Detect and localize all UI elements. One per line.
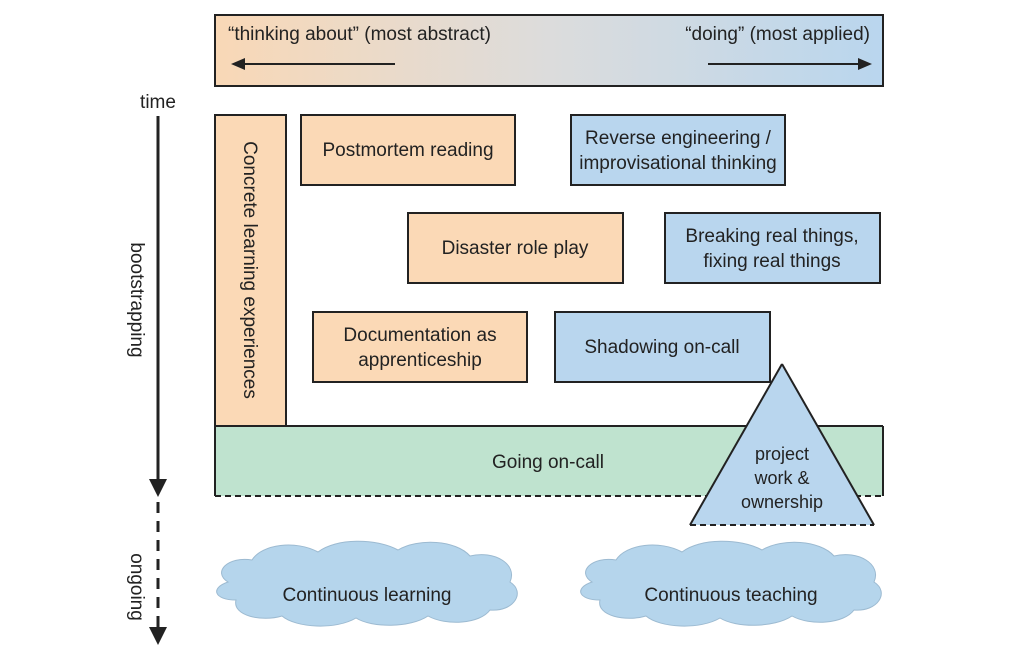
- continuous-learning-label: Continuous learning: [282, 585, 451, 606]
- time-axis: time bootstrapping ongoing: [126, 92, 176, 645]
- postmortem-reading-label: Postmortem reading: [322, 140, 493, 161]
- documentation-label-line2: apprenticeship: [358, 350, 482, 371]
- triangle-label-line2: work &: [753, 468, 809, 488]
- continuous-teaching-label: Continuous teaching: [644, 585, 817, 606]
- continuous-learning-cloud: Continuous learning: [216, 540, 518, 627]
- shadowing-on-call-box: Shadowing on-call: [554, 311, 771, 383]
- concrete-learning-box: Concrete learning experiences: [214, 114, 287, 427]
- thinking-about-label: “thinking about” (most abstract): [228, 24, 491, 45]
- breaking-real-things-label-line1: Breaking real things,: [685, 226, 858, 247]
- going-on-call-label: Going on-call: [492, 452, 604, 473]
- shadowing-on-call-label: Shadowing on-call: [584, 337, 739, 358]
- scale-bar: [214, 14, 884, 87]
- bootstrapping-label: bootstrapping: [126, 242, 147, 357]
- breaking-real-things-box: Breaking real things, fixing real things: [664, 212, 881, 284]
- right-arrow-head: [858, 58, 872, 70]
- reverse-engineering-label-line1: Reverse engineering /: [585, 128, 772, 149]
- ongoing-arrow-head: [149, 627, 167, 645]
- reverse-engineering-box: Reverse engineering / improvisational th…: [570, 114, 786, 186]
- documentation-box: Documentation as apprenticeship: [312, 311, 528, 383]
- bootstrapping-arrow-head: [149, 479, 167, 497]
- abstract-applied-scale: “thinking about” (most abstract) “doing”…: [214, 14, 884, 87]
- concrete-learning-label: Concrete learning experiences: [239, 141, 260, 399]
- triangle-label-line1: project: [755, 444, 809, 464]
- disaster-role-play-box: Disaster role play: [407, 212, 624, 284]
- breaking-real-things-label-line2: fixing real things: [703, 251, 840, 272]
- doing-label: “doing” (most applied): [685, 24, 870, 45]
- left-arrow-head: [231, 58, 245, 70]
- documentation-label-line1: Documentation as: [343, 325, 496, 346]
- reverse-engineering-label-line2: improvisational thinking: [579, 153, 777, 174]
- project-work-triangle: project work & ownership: [689, 363, 875, 526]
- time-label: time: [140, 92, 176, 113]
- disaster-role-play-label: Disaster role play: [442, 238, 589, 259]
- postmortem-reading-box: Postmortem reading: [300, 114, 516, 186]
- ongoing-label: ongoing: [126, 553, 147, 621]
- continuous-teaching-cloud: Continuous teaching: [580, 540, 882, 627]
- triangle-label-line3: ownership: [741, 492, 823, 512]
